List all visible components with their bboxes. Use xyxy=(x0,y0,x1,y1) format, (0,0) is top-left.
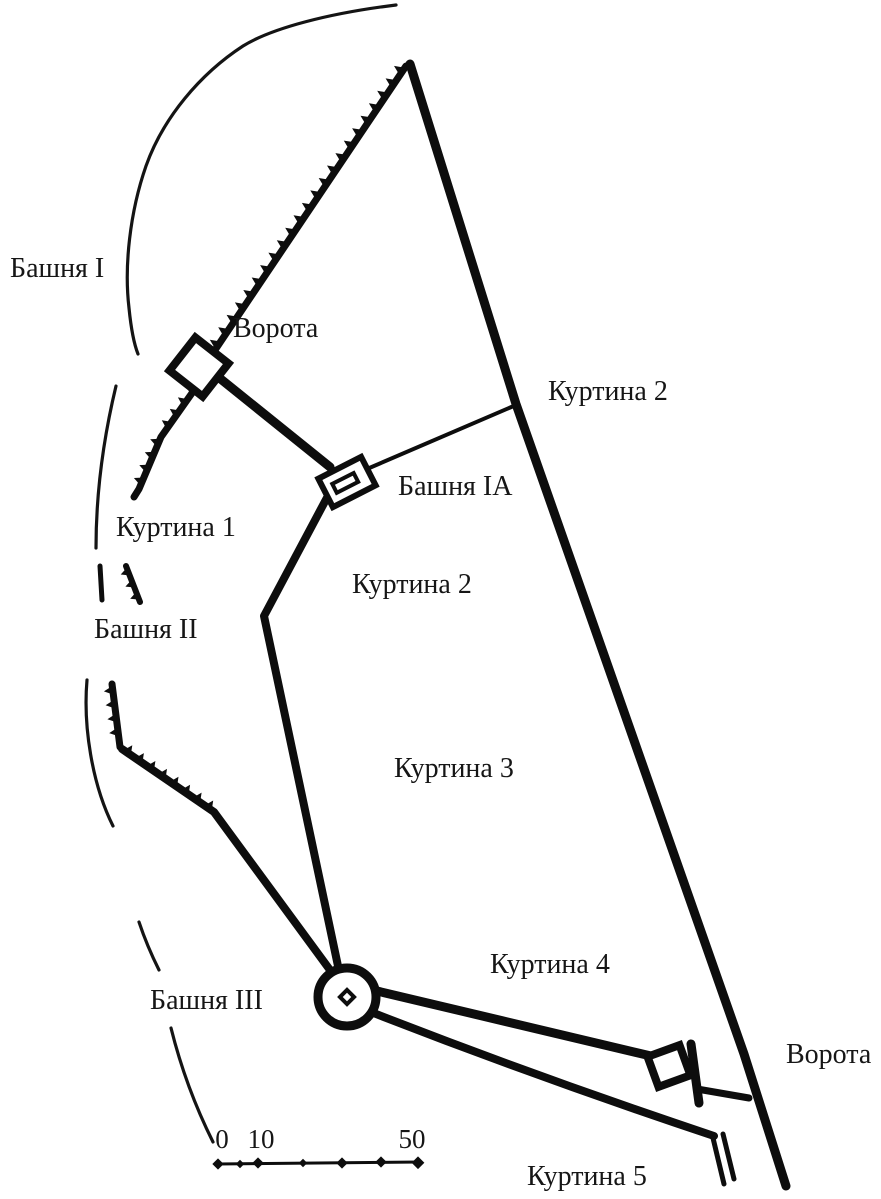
tower-iii-round xyxy=(313,963,381,1031)
scale-label-50: 50 xyxy=(399,1124,426,1154)
curtain-2-thin-wall xyxy=(358,403,518,474)
label-gate-east: Ворота xyxy=(786,1039,872,1070)
label-curtain-2-outer: Куртина 2 xyxy=(548,376,668,407)
gate-to-tower-ia-wall xyxy=(207,367,335,472)
scale-tick xyxy=(235,1159,245,1169)
label-curtain-4: Куртина 4 xyxy=(490,949,610,980)
tower-ia-inner-chamber xyxy=(329,470,361,496)
scale-label-0: 0 xyxy=(215,1124,229,1154)
label-curtain-3: Куртина 3 xyxy=(394,753,514,784)
scale-bar-line xyxy=(216,1160,422,1166)
coastline-mid-left xyxy=(84,678,115,828)
scale-bar: 0 10 50 xyxy=(212,1124,426,1170)
curtain-5-wall xyxy=(367,1008,718,1140)
scale-tick xyxy=(411,1156,425,1170)
coastline-upper-left xyxy=(94,384,118,550)
east-gate-tower-outline xyxy=(642,1040,696,1092)
east-long-wall xyxy=(405,59,791,1191)
tower-ia-structure xyxy=(314,452,380,512)
north-gate-tower xyxy=(163,331,235,403)
tower-iii-center-mark xyxy=(337,987,357,1007)
coastline-top xyxy=(125,3,398,356)
main-walls xyxy=(207,59,791,1191)
east-gate-connector-wall xyxy=(693,1085,753,1102)
south-wall-prong-b xyxy=(720,1131,737,1182)
label-tower-ia: Башня IA xyxy=(398,471,513,502)
label-gate-north: Ворота xyxy=(233,313,319,344)
label-tower-i: Башня I xyxy=(10,253,104,284)
label-tower-ii: Башня II xyxy=(94,614,198,645)
coastline-lower-left-a xyxy=(137,920,161,972)
zigzag-below-gate xyxy=(130,382,201,501)
towers xyxy=(163,331,696,1092)
label-tower-iii: Башня III xyxy=(150,985,263,1016)
wall-fragment-tower-ii xyxy=(123,563,143,605)
curtain-4-wall xyxy=(372,986,656,1061)
coastline-lines xyxy=(84,3,398,1144)
label-curtain-5: Куртина 5 xyxy=(527,1161,647,1192)
north-gate-tower-outline xyxy=(163,331,235,403)
east-gate-cross-wall xyxy=(686,1039,704,1108)
scale-label-10: 10 xyxy=(248,1124,275,1154)
south-wall-prong-a xyxy=(710,1135,727,1187)
scale-tick xyxy=(298,1158,308,1168)
label-curtain-2-inner: Куртина 2 xyxy=(352,569,472,600)
wall-fragment-dash xyxy=(97,563,105,603)
scale-tick xyxy=(252,1157,264,1169)
scale-tick xyxy=(375,1156,387,1168)
tower-ia-to-tower-iii-wall xyxy=(260,488,342,970)
crenellated-walls xyxy=(97,62,410,974)
label-curtain-1: Куртина 1 xyxy=(116,512,236,543)
map-labels: Башня I Ворота Куртина 2 Башня IA Куртин… xyxy=(10,253,872,1192)
east-gate-tower xyxy=(642,1040,696,1092)
coastline-lower-left-b xyxy=(169,1026,215,1144)
scale-tick xyxy=(212,1158,224,1170)
scale-tick xyxy=(336,1157,348,1169)
wall-crenellation-teeth xyxy=(103,65,405,811)
